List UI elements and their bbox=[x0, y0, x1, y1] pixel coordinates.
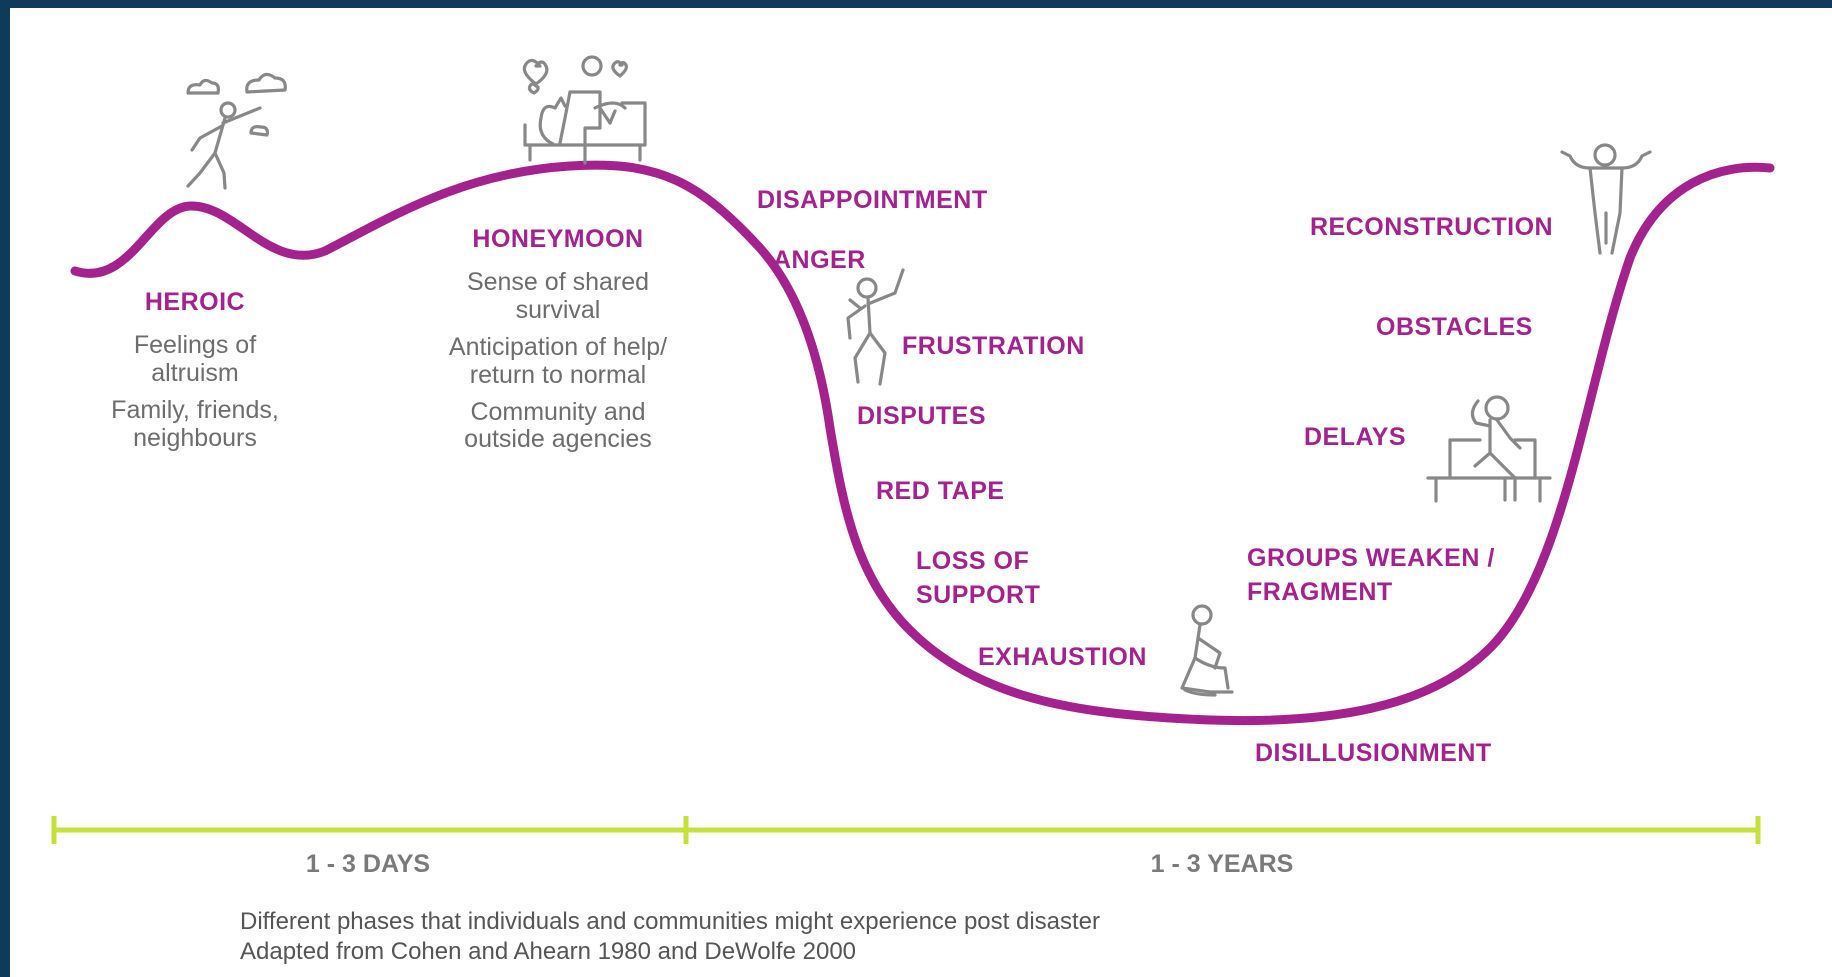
heroic-line-1: Feelings of bbox=[134, 331, 256, 359]
heroic-line-4: neighbours bbox=[133, 424, 257, 452]
timeline bbox=[51, 816, 1761, 844]
kneeling-person-icon bbox=[1180, 604, 1234, 697]
honeymoon-title: HONEYMOON bbox=[472, 225, 643, 253]
label-groups-weaken: GROUPS WEAKEN / bbox=[1247, 544, 1495, 572]
label-loss-of: LOSS OF bbox=[916, 547, 1029, 575]
heroic-line-2: altruism bbox=[151, 359, 239, 387]
label-reconstruction: RECONSTRUCTION bbox=[1310, 213, 1553, 241]
celebrating-person-icon bbox=[1560, 143, 1652, 255]
heroic-line-3: Family, friends, bbox=[111, 396, 279, 424]
label-frustration: FRUSTRATION bbox=[902, 332, 1085, 360]
label-exhaustion: EXHAUSTION bbox=[978, 643, 1147, 671]
honeymoon-line-1: Sense of shared bbox=[467, 268, 649, 296]
label-support: SUPPORT bbox=[916, 581, 1040, 609]
timeline-label-years: 1 - 3 YEARS bbox=[1151, 850, 1294, 878]
caption-line-2: Adapted from Cohen and Ahearn 1980 and D… bbox=[240, 938, 856, 965]
disaster-phases-diagram: HEROIC Feelings of altruism Family, frie… bbox=[51, 55, 1775, 965]
label-red-tape: RED TAPE bbox=[876, 477, 1005, 505]
label-delays: DELAYS bbox=[1304, 423, 1406, 451]
heroic-title: HEROIC bbox=[145, 288, 245, 316]
honeymoon-line-5: Community and bbox=[470, 398, 645, 426]
label-disillusionment: DISILLUSIONMENT bbox=[1255, 739, 1492, 767]
phase-curve bbox=[70, 160, 1775, 726]
label-disappointment: DISAPPOINTMENT bbox=[757, 186, 988, 214]
honeymoon-line-2: survival bbox=[516, 296, 601, 324]
timeline-label-days: 1 - 3 DAYS bbox=[306, 850, 430, 878]
running-person-icon bbox=[186, 72, 287, 190]
diagram-canvas: HEROIC Feelings of altruism Family, frie… bbox=[10, 8, 1832, 977]
label-obstacles: OBSTACLES bbox=[1376, 313, 1533, 341]
angry-person-icon bbox=[846, 268, 905, 386]
honeymoon-line-3: Anticipation of help/ bbox=[449, 333, 667, 361]
honeymoon-line-4: return to normal bbox=[470, 361, 646, 389]
label-fragment: FRAGMENT bbox=[1247, 578, 1393, 606]
label-disputes: DISPUTES bbox=[857, 402, 986, 430]
couple-on-bench-icon bbox=[522, 55, 647, 165]
caption-line-1: Different phases that individuals and co… bbox=[240, 908, 1100, 935]
seated-person-head-in-hand-icon bbox=[1426, 395, 1552, 503]
honeymoon-line-6: outside agencies bbox=[464, 425, 652, 453]
label-anger: ANGER bbox=[773, 246, 866, 274]
